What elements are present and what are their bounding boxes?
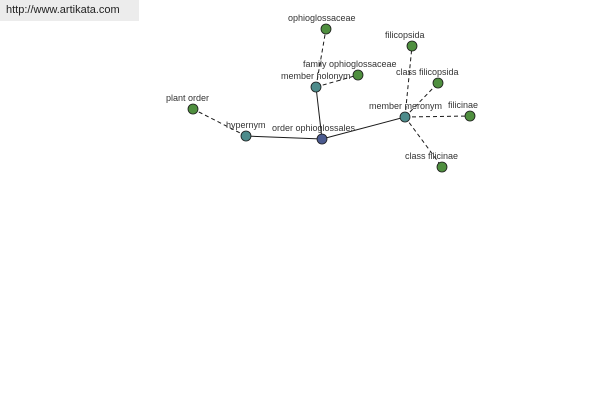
label-filicinae[interactable]: filicinae [448, 100, 478, 110]
label-member-meronym[interactable]: member meronym [369, 101, 442, 111]
node-class-filicopsida[interactable] [432, 77, 444, 89]
edge-center-hypernym [245, 135, 323, 140]
edge-member_meronym-class_filicinae [404, 116, 443, 168]
label-center[interactable]: order ophioglossales [272, 123, 356, 133]
label-family-ophioglossaceae[interactable]: family ophioglossaceae [303, 59, 397, 69]
node-hypernym[interactable] [240, 130, 252, 142]
node-ophioglossaceae[interactable] [320, 23, 332, 35]
node-filicopsida[interactable] [406, 40, 418, 52]
edge-center-member_holonym [315, 86, 323, 140]
edge-member_holonym-family_ophioglossaceae [315, 74, 359, 88]
graph-nodes [187, 23, 476, 173]
label-class-filicopsida[interactable]: class filicopsida [396, 67, 459, 77]
edge-member_meronym-filicopsida [404, 45, 413, 118]
edge-member_meronym-filicinae [404, 115, 471, 118]
graph-labels: order ophioglossales hypernym member holon… [166, 13, 478, 161]
edge-member_holonym-ophioglossaceae [315, 28, 327, 88]
node-member-meronym[interactable] [399, 111, 411, 123]
edge-center-member_meronym [321, 116, 406, 140]
label-filicopsida[interactable]: filicopsida [385, 30, 425, 40]
edge-hypernym-plant_order [192, 108, 247, 137]
label-ophioglossaceae[interactable]: ophioglossaceae [288, 13, 356, 23]
node-plant-order[interactable] [187, 103, 199, 115]
node-member-holonym[interactable] [310, 81, 322, 93]
node-filicinae[interactable] [464, 110, 476, 122]
label-member-holonym[interactable]: member holonym [281, 71, 351, 81]
edge-member_meronym-class_filicopsida [404, 82, 439, 118]
node-family-ophioglossaceae[interactable] [352, 69, 364, 81]
node-class-filicinae[interactable] [436, 161, 448, 173]
label-hypernym[interactable]: hypernym [226, 120, 266, 130]
graph-edges [192, 28, 471, 168]
source-link[interactable]: http://www.artikata.com [0, 0, 139, 21]
node-center[interactable] [316, 133, 328, 145]
label-class-filicinae[interactable]: class filicinae [405, 151, 458, 161]
label-plant-order[interactable]: plant order [166, 93, 209, 103]
